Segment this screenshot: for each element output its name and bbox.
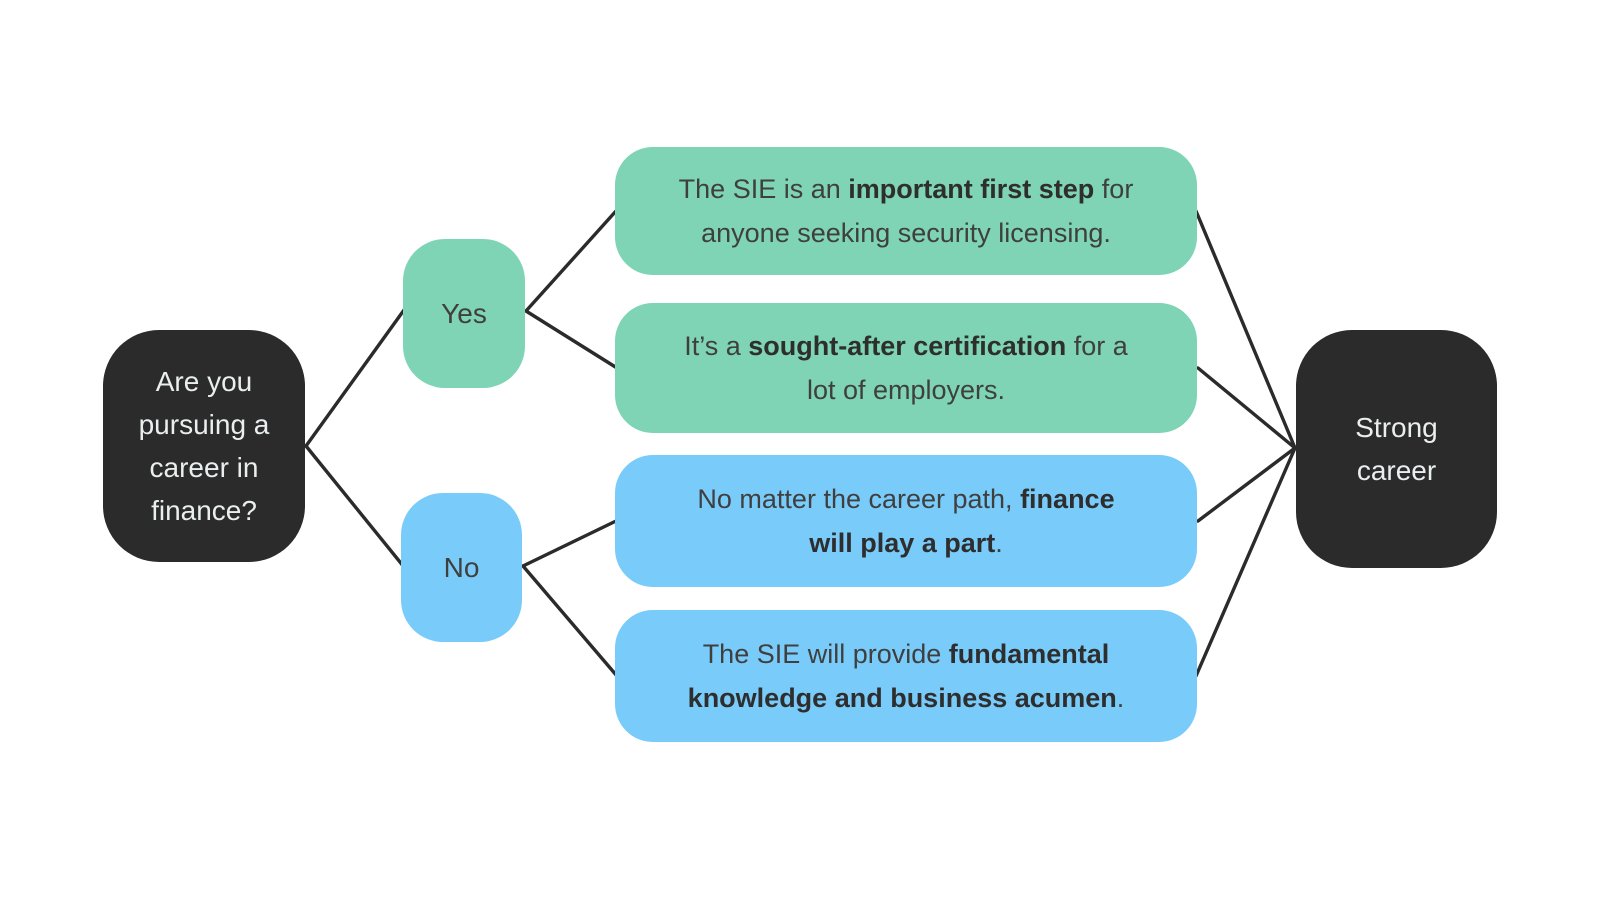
connector-line bbox=[524, 209, 618, 313]
question-line: finance? bbox=[151, 495, 257, 526]
reason-text-line: No matter the career path, finance bbox=[697, 484, 1115, 514]
no-label: No bbox=[443, 551, 480, 583]
reason-text-line: anyone seeking security licensing. bbox=[701, 218, 1111, 248]
question-node: Are you pursuing a career in finance? bbox=[103, 330, 305, 562]
no-node: No bbox=[401, 493, 522, 642]
connector-line bbox=[521, 519, 618, 568]
yes-node: Yes bbox=[403, 239, 525, 388]
connector-line bbox=[1196, 446, 1297, 523]
question-line: career in bbox=[149, 452, 259, 483]
reason-finance-part-node: No matter the career path, finance will … bbox=[615, 455, 1197, 587]
connector-line bbox=[1194, 446, 1297, 678]
outcome-line: Strong bbox=[1355, 412, 1438, 443]
connector-line bbox=[1196, 366, 1297, 450]
reason-fundamental-knowledge-node: The SIE will provide fundamental knowled… bbox=[615, 610, 1197, 742]
reason-sought-after-node: It’s a sought-after certification for a … bbox=[615, 303, 1197, 433]
question-line: pursuing a bbox=[138, 409, 270, 440]
outcome-line: career bbox=[1356, 455, 1437, 486]
reason-text-line: lot of employers. bbox=[806, 375, 1006, 405]
reason-text-line: It’s a sought-after certification for a bbox=[684, 331, 1128, 361]
reason-text-line: The SIE is an important first step for bbox=[678, 174, 1134, 204]
connector-line bbox=[304, 308, 406, 448]
yes-label: Yes bbox=[441, 297, 487, 329]
question-line: Are you bbox=[155, 366, 253, 397]
connector-line bbox=[304, 444, 406, 569]
reason-sie-first-step-node: The SIE is an important first step for a… bbox=[615, 147, 1197, 275]
connector-line bbox=[1194, 209, 1297, 450]
reason-text-line: The SIE will provide fundamental bbox=[702, 639, 1110, 669]
connector-line bbox=[521, 564, 619, 678]
reason-text-line: will play a part. bbox=[809, 528, 1003, 558]
outcome-node: Strong career bbox=[1296, 330, 1497, 568]
connector-line bbox=[524, 309, 619, 370]
reason-text-line: knowledge and business acumen. bbox=[687, 683, 1125, 713]
